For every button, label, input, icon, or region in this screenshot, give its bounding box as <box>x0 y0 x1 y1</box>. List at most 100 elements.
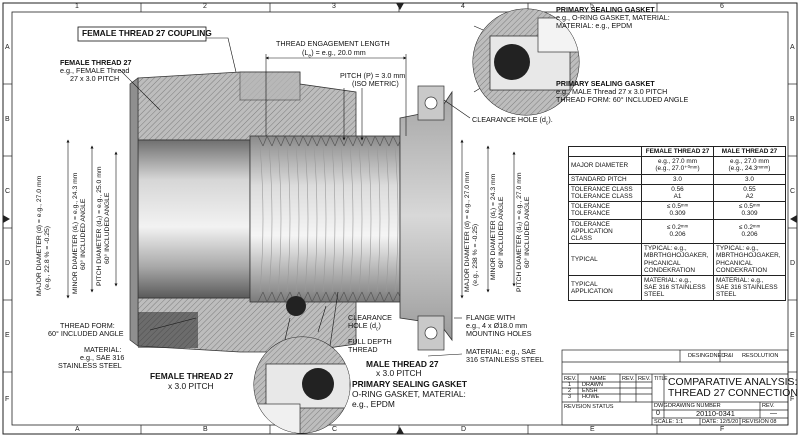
spec-row-label: TOLERANCE TOLERANCE <box>568 201 642 220</box>
male-fitting <box>249 85 453 351</box>
thread-crest <box>262 135 268 147</box>
thread-crest <box>329 135 336 147</box>
thread-crest <box>298 135 304 147</box>
zone-col-6-top: 6 <box>720 3 724 10</box>
thread-crest <box>338 135 345 147</box>
centering-arrows <box>3 3 797 434</box>
tb-rev-row-1-num: 1 <box>568 382 572 388</box>
material-right-line1: MATERIAL: e.g., SAE <box>466 347 536 356</box>
material-left-line3: STAINLESS STEEL <box>58 361 122 370</box>
thread-crest <box>356 135 363 147</box>
female-thread-top-line3: 27 x 3.0 PITCH <box>70 74 120 83</box>
zone-row-c-left: C <box>5 188 11 195</box>
dim-left-minor-1: MINOR DIAMETER (d₁) = e.g., 24.3 mm <box>72 172 79 294</box>
spec-cell-male: 3.0 <box>713 173 786 185</box>
thread-crest <box>361 291 367 303</box>
tb-rev-label: REV. <box>762 403 775 409</box>
clearance-bottom-line2: HOLE (dc) <box>348 321 381 333</box>
thread-crest <box>365 291 372 303</box>
zone-col-2-top: 2 <box>203 3 207 10</box>
full-depth-line1: FULL DEPTH <box>348 337 392 346</box>
detail-view-bottom <box>253 336 351 434</box>
thread-helix <box>358 145 363 293</box>
spec-cell-female: ≤ 0.5ᵐᵐ 0.309 <box>641 201 714 220</box>
spec-row-label: STANDARD PITCH <box>568 173 642 185</box>
thread-crest <box>343 135 349 147</box>
thread-helix <box>268 145 273 293</box>
spec-cell-male: MATERIAL: e.g., SAE 316 STAINLESS STEEL <box>713 275 786 301</box>
thread-helix <box>322 145 327 293</box>
female-thread-bottom-title: FEMALE THREAD 27 <box>150 371 234 381</box>
thread-helix <box>286 145 291 293</box>
thread-crest <box>302 135 309 147</box>
dim-left-major-1: MAJOR DIAMETER (d) = e.g., 27.0 mm <box>36 175 43 296</box>
spec-cell-male: TYPICAL: e.g., MBRTHGHOJGAKER, PHCANICAL… <box>713 243 786 277</box>
tb-drawing-number-label: DRAWING NUMBER <box>668 403 721 409</box>
spec-header-female: FEMALE THREAD 27 <box>641 145 714 158</box>
spec-cell-female: ≤ 0.2ᵐᵐ 0.206 <box>641 218 714 245</box>
dim-left-minor-2: 60° INCLUDED ANGLE <box>80 198 87 270</box>
inner-border <box>11 11 789 426</box>
sealing-gasket-bottom-line3: e.g., EPDM <box>352 399 395 409</box>
thread-crest <box>257 135 264 147</box>
flange-line3: MOUNTING HOLES <box>466 329 532 338</box>
thread-crest <box>392 291 399 303</box>
tb-ri: R&I <box>724 353 734 359</box>
zone-col-e-bottom: E <box>590 426 595 433</box>
dim-right-minor-2: 60° INCLUDED ANGLE <box>498 196 505 268</box>
thread-helix <box>376 145 381 293</box>
thread-crest <box>293 135 300 147</box>
tb-revision-status: REVISION STATUS <box>564 404 614 410</box>
thread-helix <box>313 145 318 293</box>
spec-header-blank <box>568 145 642 158</box>
tb-rev-row-3-num: 3 <box>568 394 572 400</box>
thread-crest <box>352 291 358 303</box>
tb-revision: REVISION 08 <box>742 419 777 425</box>
dim-left-pitch-1: PITCH DIAMETER (d₂) = e.g., 25.0 mm <box>96 166 103 286</box>
zone-row-d-right: D <box>790 260 796 267</box>
material-right-line2: 316 STAINLESS STEEL <box>466 355 544 364</box>
female-thread-top-line2: e.g., FEMALE Thread <box>60 66 130 75</box>
spec-cell-female: TYPICAL: e.g., MBRTHGHOJGAKER, PHCANICAL… <box>641 243 714 277</box>
tb-rev-header-3: REV. <box>622 376 635 382</box>
thread-crest <box>361 135 367 147</box>
zone-col-3-top: 3 <box>332 3 336 10</box>
thread-helix <box>394 145 399 293</box>
tb-drawing-number: 20110-0341 <box>696 409 735 418</box>
spec-row-label: TYPICAL APPLICATION <box>568 275 642 301</box>
thread-crest <box>343 291 349 303</box>
dim-right-minor-1: MINOR DIAMETER (d₁) = 24.3 mm <box>490 173 497 280</box>
zone-row-f-right: F <box>790 396 795 403</box>
dim-right-pitch-1: PITCH DIAMETER (d₂) = e.g., 27.0 mm <box>516 172 523 292</box>
tb-scale: SCALE: 1:1 <box>654 419 684 425</box>
zone-col-d-bottom: D <box>461 426 467 433</box>
thread-crest <box>320 135 327 147</box>
thread-crest <box>266 291 273 303</box>
thread-crest <box>374 135 381 147</box>
spec-table-header: FEMALE THREAD 27 MALE THREAD 27 <box>568 145 786 158</box>
spec-row-label: TOLERANCE APPLICATION CLASS <box>568 218 642 245</box>
thread-helix <box>259 145 264 293</box>
thread-crest <box>275 135 282 147</box>
zone-row-a-right: A <box>790 44 795 51</box>
thread-helix <box>295 145 300 293</box>
tb-rev-row-1-name: DRAWN <box>582 382 603 388</box>
male-thread-bottom-pitch: x 3.0 PITCH <box>376 368 422 378</box>
male-thread-right-line2: e.g., MALE Thread 27 x 3.0 PITCH <box>556 87 668 96</box>
thread-crest <box>280 291 286 303</box>
clearance-bottom-line1: CLEARANCE <box>348 313 392 322</box>
thread-crest <box>383 291 390 303</box>
thread-engagement-value: (Le) = e.g., 20.0 mm <box>302 48 366 60</box>
thread-crest <box>271 291 277 303</box>
clearance-hole-top-label: CLEARANCE HOLE (dc). <box>472 115 553 127</box>
zone-col-b-bottom: B <box>203 426 208 433</box>
thread-crest <box>316 135 322 147</box>
thread-helix <box>367 145 372 293</box>
zone-col-1-top: 1 <box>75 3 79 10</box>
zone-row-d-left: D <box>5 260 11 267</box>
thread-crest <box>257 291 264 303</box>
spec-cell-male: ≤ 0.2ᵐᵐ 0.206 <box>713 218 786 245</box>
zone-col-c-bottom: C <box>332 426 338 433</box>
tb-date: DATE: 12/5/20 <box>702 419 739 425</box>
